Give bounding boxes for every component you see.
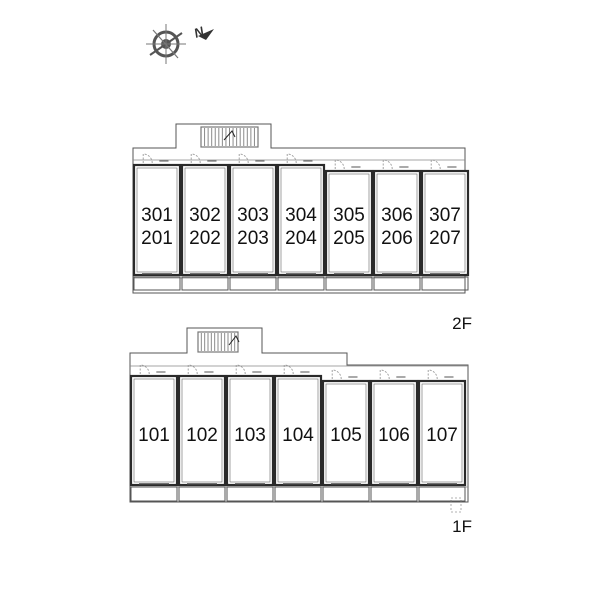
unit-number: 102 (186, 425, 218, 446)
door-icon (187, 364, 198, 375)
unit-cell (132, 153, 182, 291)
unit-cell (372, 159, 422, 291)
unit-number-lower: 203 (237, 228, 269, 249)
unit-number: 107 (426, 425, 458, 446)
ground-floor-plan: 101 102 103 104 105 106 107 1F (129, 327, 472, 536)
unit-number-lower: 205 (333, 228, 365, 249)
unit-number-upper: 305 (333, 205, 365, 226)
door-icon (382, 159, 393, 170)
unit-number-lower: 206 (381, 228, 413, 249)
door-icon (334, 159, 345, 170)
door-icon (283, 364, 294, 375)
unit-cell (321, 369, 371, 502)
unit-number: 105 (330, 425, 362, 446)
door-icon (379, 369, 390, 380)
door-icon (235, 364, 246, 375)
unit-cell (228, 153, 278, 291)
unit-cell (417, 369, 467, 502)
unit-number-lower: 204 (285, 228, 317, 249)
door-icon (286, 153, 297, 164)
compass-icon: N (146, 23, 214, 64)
unit-cell (273, 364, 323, 502)
unit-number-lower: 202 (189, 228, 221, 249)
unit-cell (180, 153, 230, 291)
unit-number-lower: 207 (429, 228, 461, 249)
unit-number-upper: 306 (381, 205, 413, 226)
unit-number-upper: 304 (285, 205, 317, 226)
upper-floor-plan: 3012013022023032033042043052053062063072… (132, 123, 472, 333)
unit-number: 103 (234, 425, 266, 446)
door-icon (142, 153, 153, 164)
unit-number-upper: 307 (429, 205, 461, 226)
unit-number: 104 (282, 425, 314, 446)
door-icon (331, 369, 342, 380)
stair-icon (200, 126, 259, 148)
door-icon (427, 369, 438, 380)
north-label: N (192, 23, 207, 41)
unit-number-upper: 301 (141, 205, 173, 226)
unit-cell (129, 364, 179, 502)
north-arrow-icon (198, 29, 214, 40)
unit-number-upper: 303 (237, 205, 269, 226)
unit-number: 101 (138, 425, 170, 446)
door-icon (139, 364, 150, 375)
floor-label-2f: 2F (452, 314, 472, 333)
unit-cell (324, 159, 374, 291)
unit-cell (177, 364, 227, 502)
unit-number-upper: 302 (189, 205, 221, 226)
door-icon (238, 153, 249, 164)
stair-icon (197, 331, 240, 353)
unit-cell (276, 153, 326, 291)
door-icon (190, 153, 201, 164)
door-icon (430, 159, 441, 170)
unit-number: 106 (378, 425, 410, 446)
unit-cell (369, 369, 419, 502)
floor-label-1f: 1F (452, 517, 472, 536)
unit-cell (225, 364, 275, 502)
unit-cell (420, 159, 470, 291)
unit-number-lower: 201 (141, 228, 173, 249)
